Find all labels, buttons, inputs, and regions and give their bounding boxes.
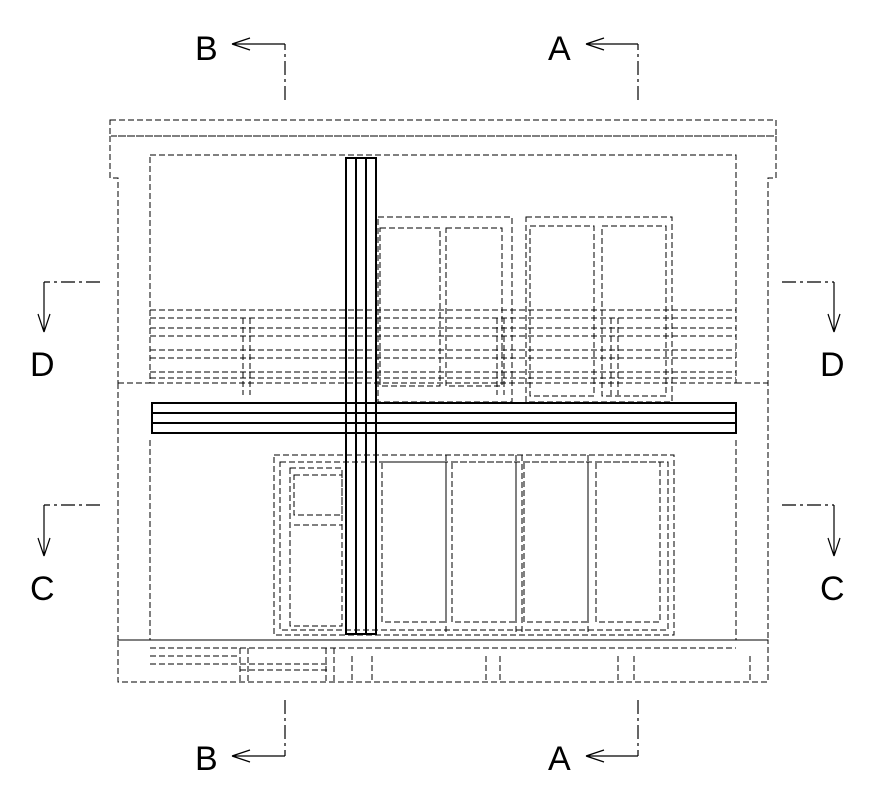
section-marker-c-left: C	[30, 504, 100, 608]
section-label-d-right: D	[820, 346, 845, 384]
vertical-post	[345, 157, 377, 635]
horizontal-rail	[151, 402, 737, 434]
section-label-d-left: D	[30, 346, 55, 384]
section-marker-d-left: D	[30, 281, 100, 384]
hidden-lines	[109, 119, 777, 683]
section-marker-d-right: D	[782, 281, 845, 384]
section-label-c-right: C	[820, 570, 845, 608]
section-marker-b-top: B	[195, 30, 286, 100]
section-label-a-bottom: A	[548, 740, 571, 778]
section-marker-a-top: A	[548, 30, 639, 100]
section-marker-a-bottom: A	[548, 700, 639, 778]
section-label-c-left: C	[30, 570, 55, 608]
section-label-b-bottom: B	[195, 740, 218, 778]
section-label-a-top: A	[548, 30, 571, 68]
section-marker-b-bottom: B	[195, 700, 286, 778]
section-marker-c-right: C	[782, 504, 845, 608]
section-label-b-top: B	[195, 30, 218, 68]
